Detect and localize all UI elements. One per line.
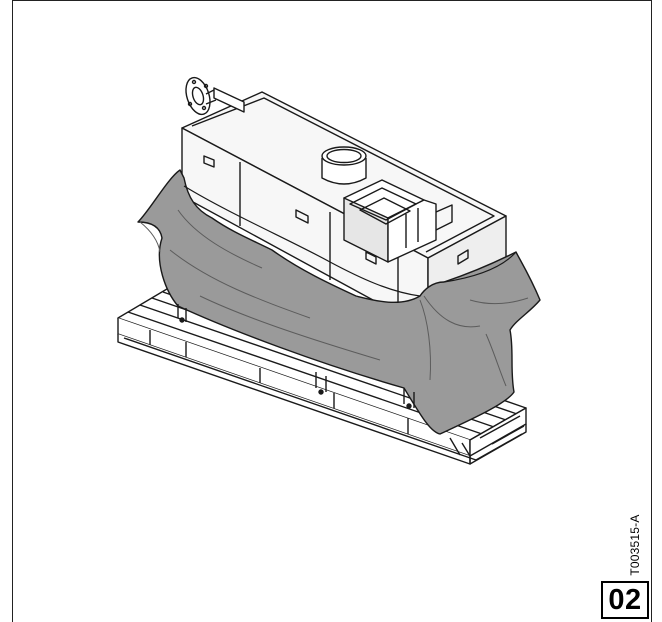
page-number-text: 02 bbox=[608, 583, 642, 616]
protective-cover bbox=[137, 169, 541, 435]
flue-outlet bbox=[321, 146, 367, 185]
page-number-box: 02 bbox=[601, 581, 649, 619]
reference-code-text: T003515-A bbox=[628, 514, 642, 576]
flange-connection bbox=[185, 76, 245, 116]
figure-reference-code: T003515-A bbox=[618, 505, 652, 585]
figure-frame bbox=[12, 0, 652, 622]
